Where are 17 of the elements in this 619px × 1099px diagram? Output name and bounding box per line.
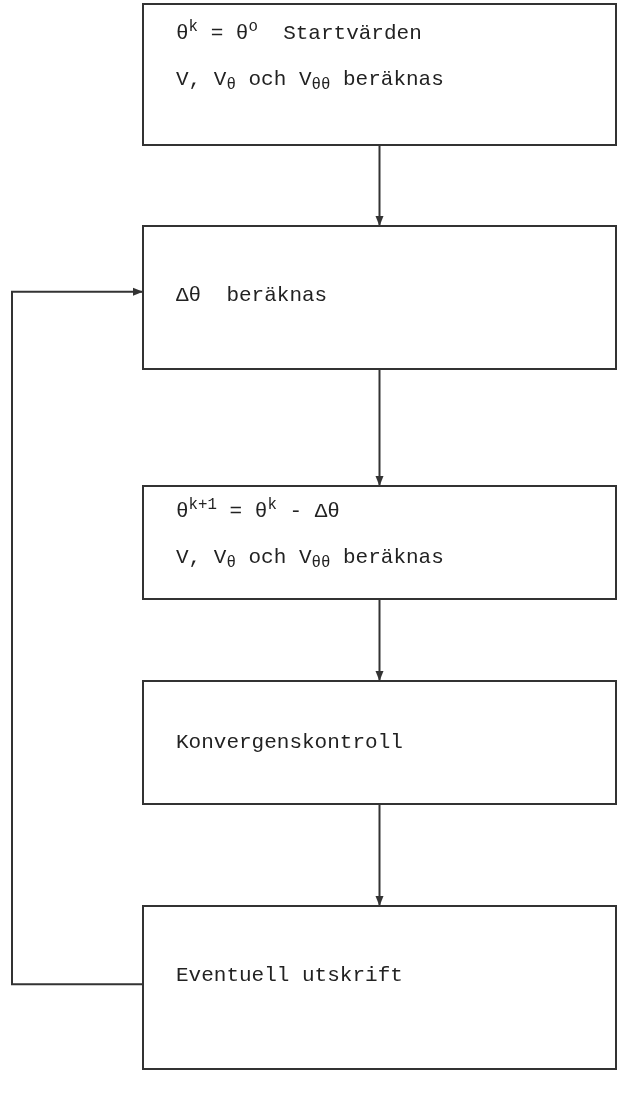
box-text: V, V$_{θ}$ och V$_{θθ}$ beräknas — [176, 67, 445, 94]
arrow — [11, 287, 143, 986]
process-box — [142, 485, 617, 600]
box-text: V, V$_{θ}$ och V$_{θθ}$ beräknas — [176, 545, 445, 572]
arrow — [375, 145, 384, 226]
arrow — [375, 804, 384, 906]
process-box — [142, 905, 617, 1070]
arrow — [375, 369, 384, 486]
box-text: θ$^{k+1}$ = θ$^{k}$ - Δθ — [176, 499, 341, 525]
arrow — [375, 599, 384, 681]
process-box — [142, 225, 617, 370]
box-text: Eventuell utskrift — [176, 963, 404, 989]
box-text: Konvergenskontroll — [176, 730, 404, 756]
box-text: θ$^{k}$ = θ$^{o}$ Startvärden — [176, 21, 423, 47]
box-text: Δθ beräknas — [176, 283, 329, 309]
process-box — [142, 680, 617, 805]
process-box — [142, 3, 617, 146]
